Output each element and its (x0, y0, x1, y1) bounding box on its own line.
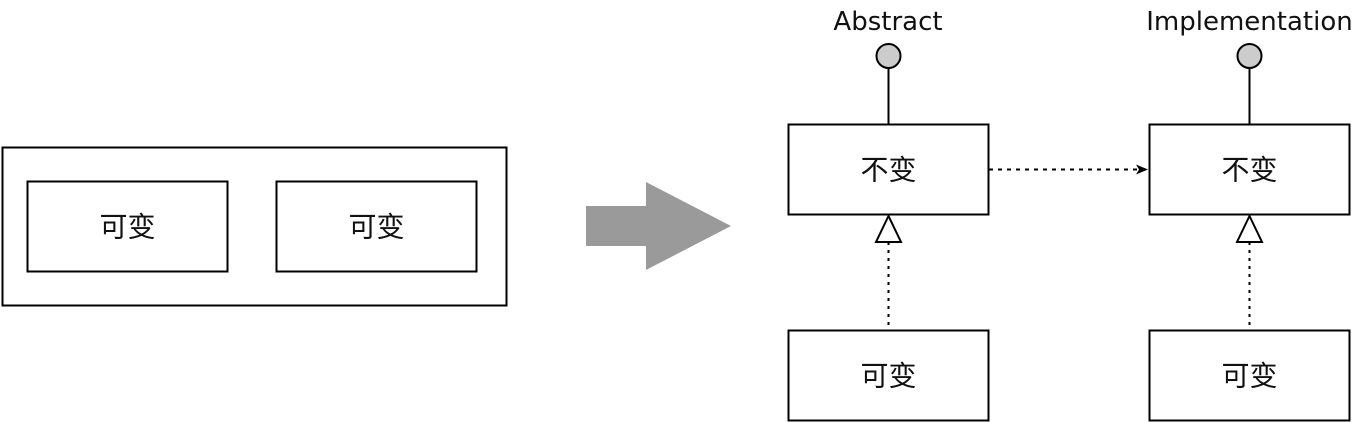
implementation-immutable-label: 不变 (1221, 154, 1277, 187)
implementation-inheritance-triangle (1235, 213, 1264, 243)
implementation-interface-circle (1236, 43, 1263, 69)
implementation-mutable-label: 可变 (1221, 360, 1277, 393)
abstraction-mutable-box (787, 329, 990, 422)
transform-arrow (586, 182, 731, 270)
implementation-group: Implementation 不变 可变 (1146, 7, 1353, 422)
mutable-box-left (26, 180, 229, 273)
mutable-box-right-label: 可变 (348, 211, 404, 244)
abstraction-group: Abstract 不变 可变 (787, 7, 990, 422)
abstraction-immutable-label: 不变 (860, 154, 916, 187)
mutable-box-right (275, 180, 478, 273)
abstraction-inheritance-triangle (874, 213, 903, 243)
abstraction-immutable-box (787, 123, 990, 216)
implementation-immutable-box (1148, 123, 1351, 216)
mutable-box-left-label: 可变 (99, 211, 155, 244)
abstraction-interface-circle (875, 43, 902, 69)
before-group: 可变 可变 (1, 146, 508, 307)
implementation-title: Implementation (1146, 7, 1352, 37)
abstraction-mutable-label: 可变 (860, 360, 916, 393)
abstraction-title: Abstract (833, 7, 942, 37)
implementation-mutable-box (1148, 329, 1351, 422)
